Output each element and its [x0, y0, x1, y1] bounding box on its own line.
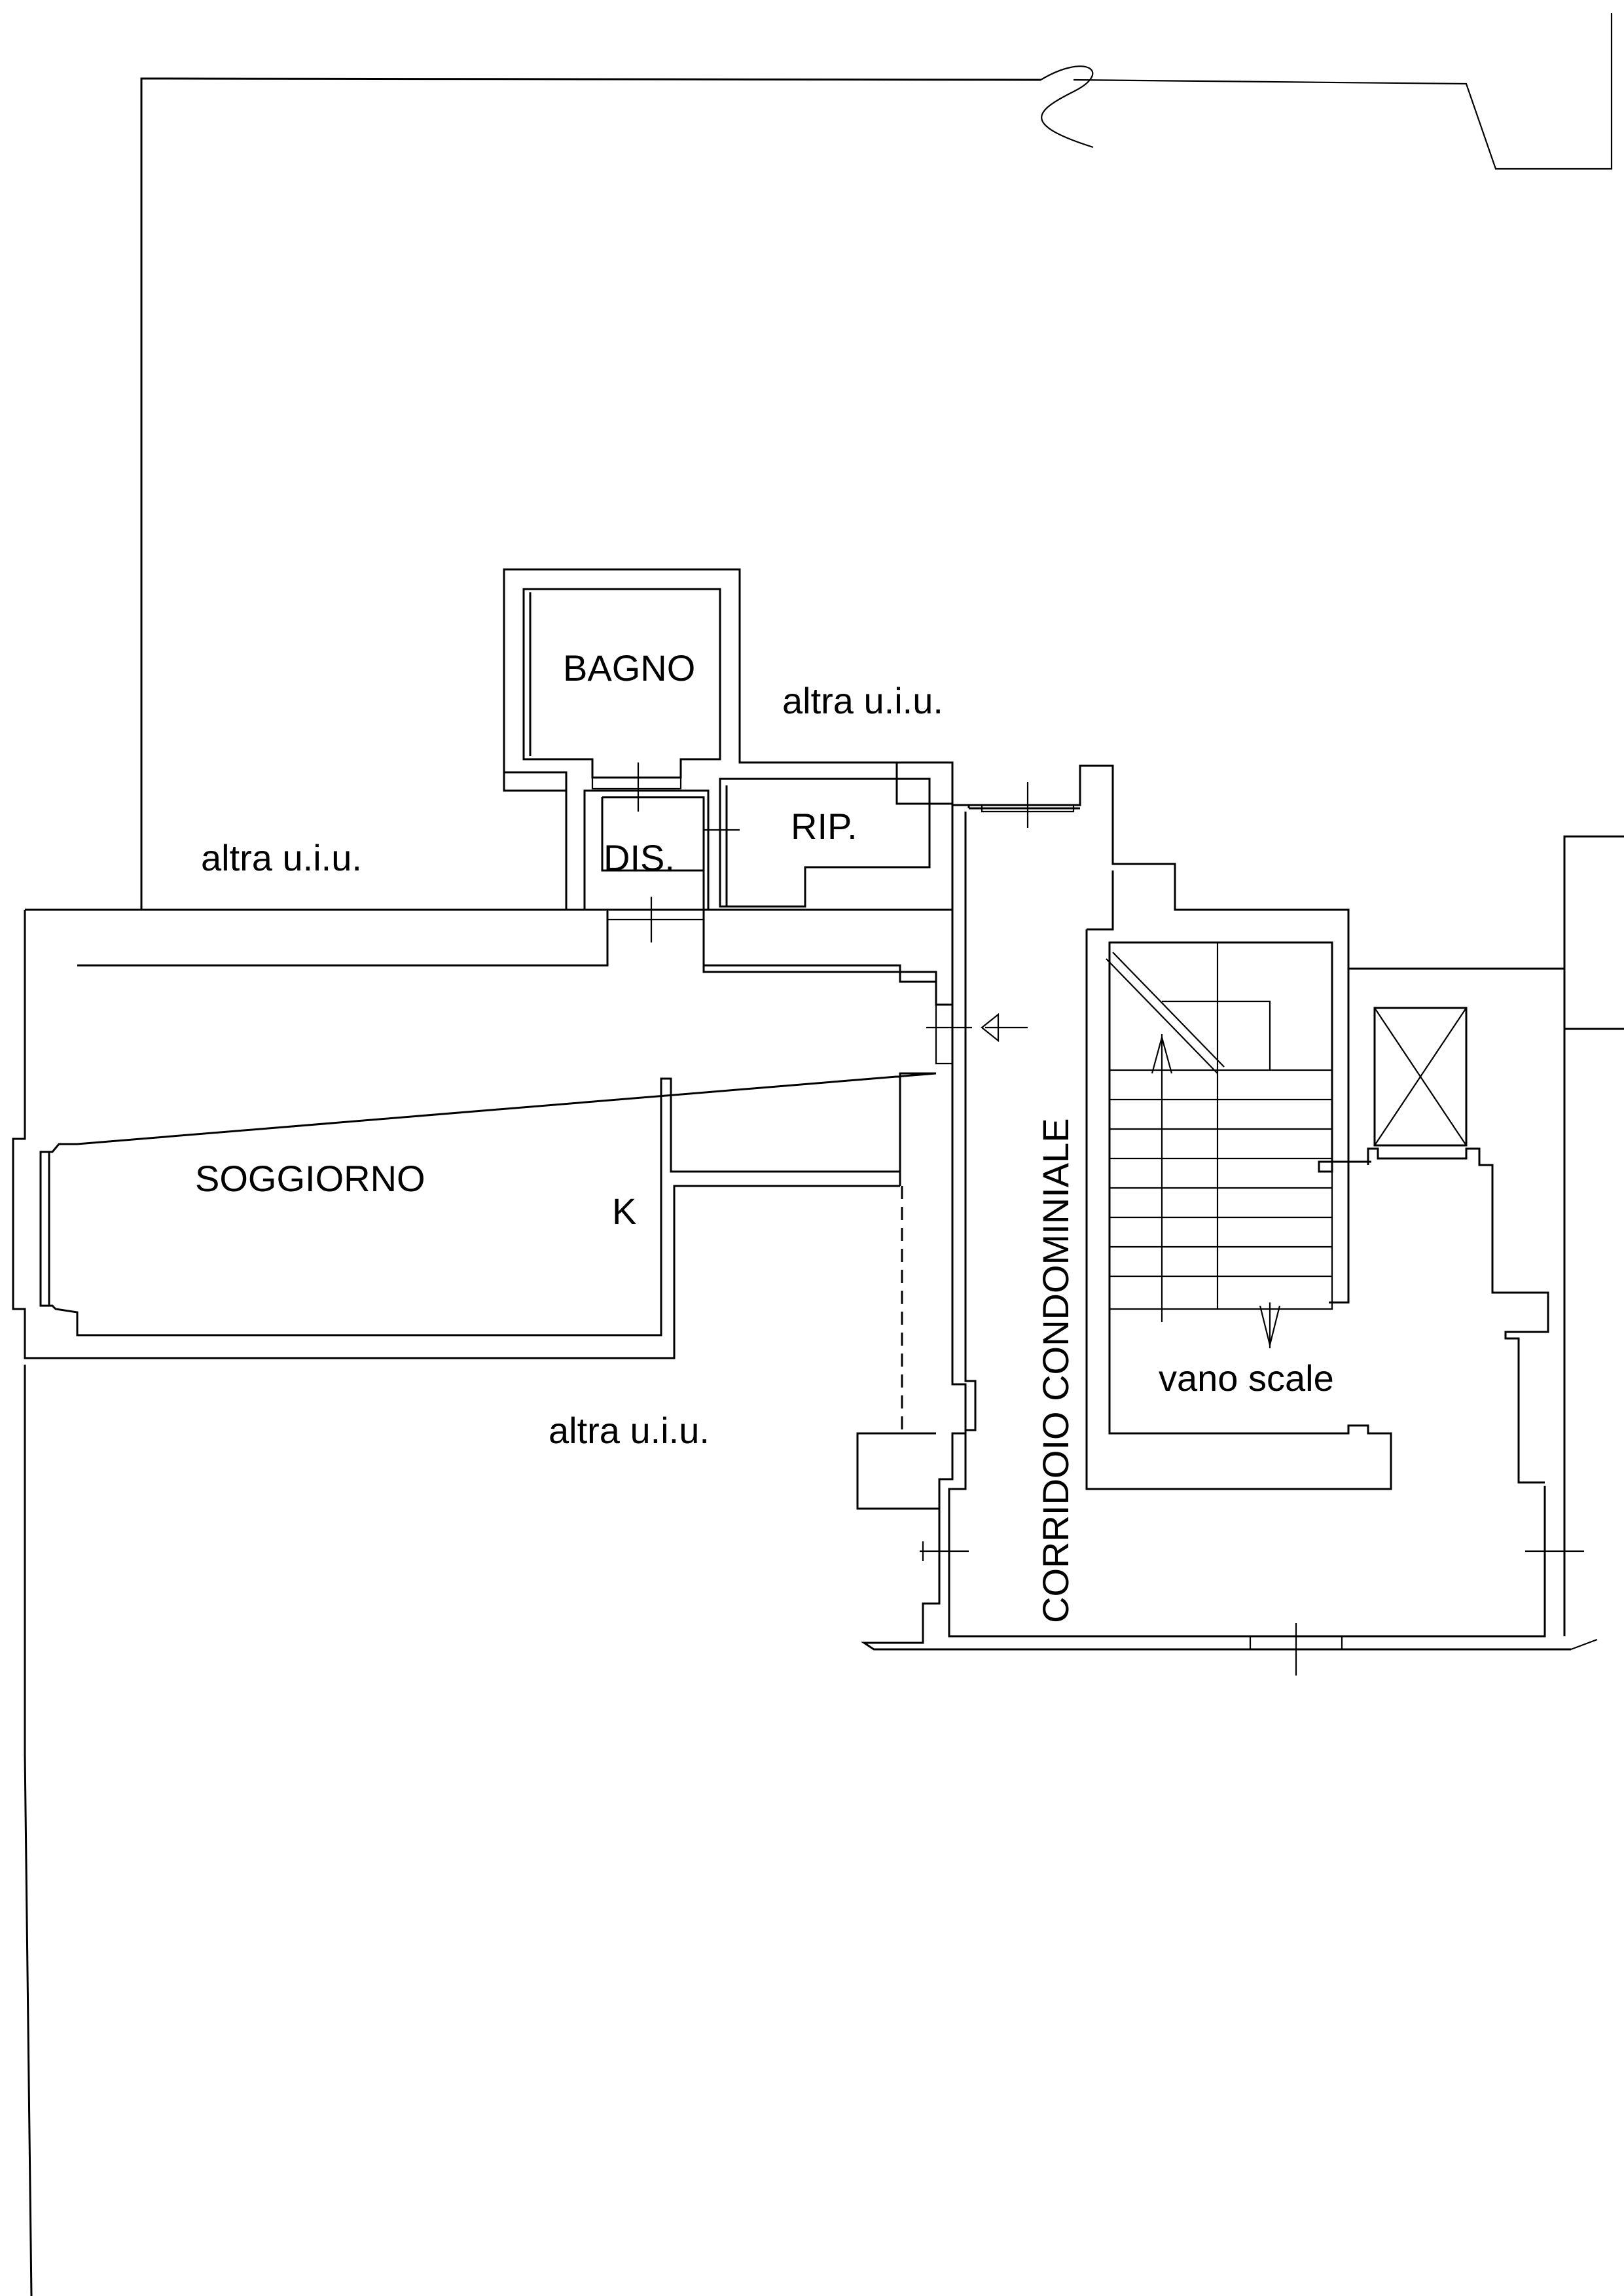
label-cucina: K — [612, 1191, 636, 1232]
label-altra-uiu-bottom: altra u.i.u. — [549, 1410, 710, 1451]
label-corridoio-condominiale: CORRIDOIO CONDOMINIALE — [1035, 1118, 1076, 1623]
property-boundary — [24, 13, 1624, 2296]
apartment-walls — [12, 568, 972, 1359]
label-soggiorno: SOGGIORNO — [195, 1158, 425, 1199]
label-disimpegno: DIS. — [604, 837, 675, 878]
label-altra-uiu-top: altra u.i.u. — [782, 680, 943, 721]
label-bagno: BAGNO — [563, 647, 695, 689]
label-altra-uiu-left: altra u.i.u. — [201, 837, 362, 878]
label-ripostiglio: RIP. — [791, 806, 857, 847]
condominium-core — [856, 764, 1598, 1676]
break-symbol — [1040, 65, 1094, 149]
label-vano-scale: vano scale — [1159, 1357, 1334, 1399]
